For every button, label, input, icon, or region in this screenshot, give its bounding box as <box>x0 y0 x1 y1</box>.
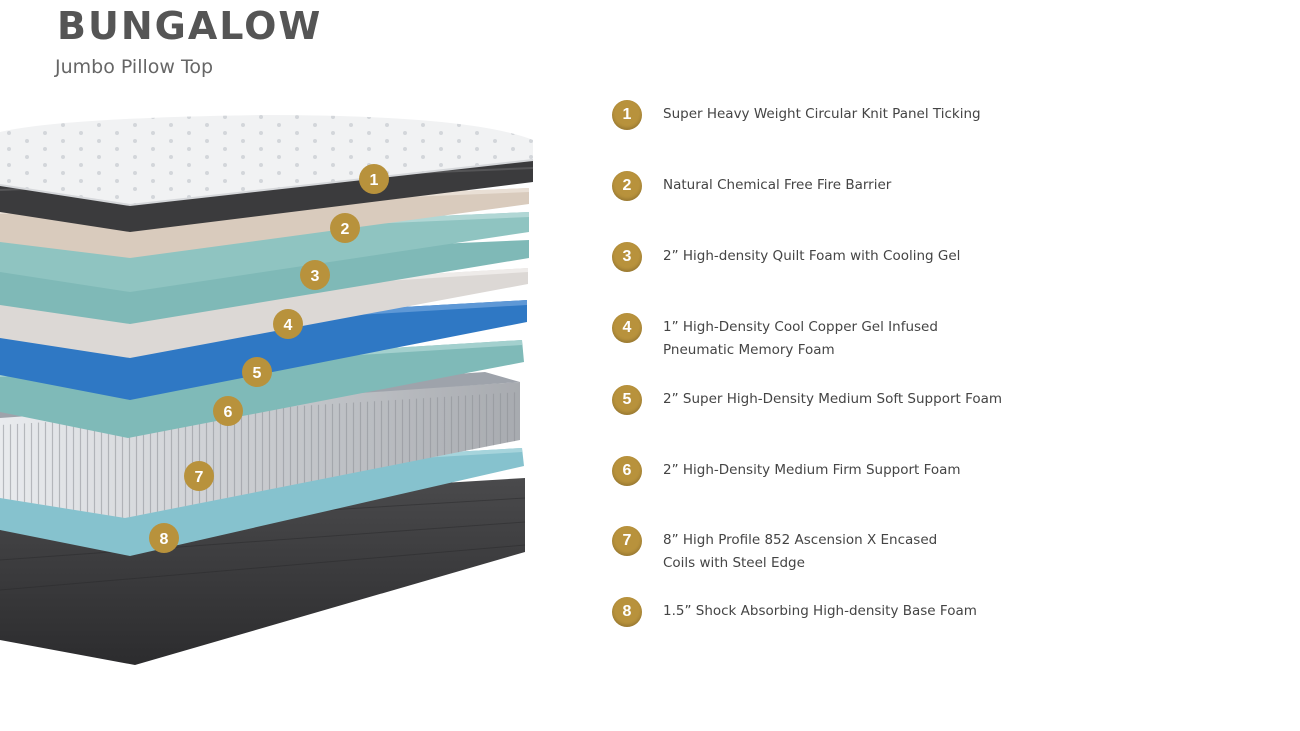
layer-1-pillow-top <box>0 115 534 232</box>
diagram-badge-circle <box>242 357 272 387</box>
diagram-badge-layer-5: 5 <box>242 357 272 387</box>
legend-label: 2” High-density Quilt Foam with Cooling … <box>663 248 961 264</box>
diagram-badge-layer-2: 2 <box>330 213 360 243</box>
diagram-badge-circle <box>184 461 214 491</box>
diagram-badge-circle <box>149 523 179 553</box>
legend-item-layer-7: 7 8” High Profile 852 Ascension X Encased… <box>612 526 937 575</box>
legend-number-badge: 8 <box>612 597 642 627</box>
legend-label: Natural Chemical Free Fire Barrier <box>663 177 892 193</box>
mattress-layer-diagram: 1 2 3 4 5 6 7 8 <box>0 115 534 665</box>
legend-item-layer-8: 8 1.5” Shock Absorbing High-density Base … <box>612 597 977 627</box>
legend-item-layer-2: 2 Natural Chemical Free Fire Barrier <box>612 171 891 201</box>
legend-number-badge: 5 <box>612 385 642 415</box>
diagram-badge-number: 4 <box>284 317 293 334</box>
legend-number-badge: 3 <box>612 242 642 272</box>
legend-item-layer-1: 1 Super Heavy Weight Circular Knit Panel … <box>612 100 981 130</box>
diagram-badge-circle <box>330 213 360 243</box>
diagram-badge-layer-1: 1 <box>359 164 389 194</box>
diagram-badge-layer-6: 6 <box>213 396 243 426</box>
diagram-badge-number: 2 <box>341 221 350 238</box>
legend-label: 8” High Profile 852 Ascension X Encased … <box>663 532 938 571</box>
diagram-badge-layer-4: 4 <box>273 309 303 339</box>
product-title: BUNGALOW <box>57 4 323 48</box>
legend-label: 2” High-Density Medium Firm Support Foam <box>663 462 961 478</box>
legend-label: 1” High-Density Cool Copper Gel Infused … <box>663 319 938 358</box>
legend-item-layer-6: 6 2” High-Density Medium Firm Support Foa… <box>612 456 961 486</box>
diagram-badge-layer-3: 3 <box>300 260 330 290</box>
diagram-badge-circle <box>300 260 330 290</box>
diagram-badge-number: 8 <box>160 531 169 548</box>
legend-number-badge: 1 <box>612 100 642 130</box>
legend-label: 2” Super High-Density Medium Soft Suppor… <box>663 391 1003 407</box>
legend-item-layer-4: 4 1” High-Density Cool Copper Gel Infused… <box>612 313 938 362</box>
diagram-badge-layer-7: 7 <box>184 461 214 491</box>
legend-label: Super Heavy Weight Circular Knit Panel T… <box>663 106 981 122</box>
legend-number-badge: 7 <box>612 526 642 556</box>
legend-number-badge: 2 <box>612 171 642 201</box>
legend-item-layer-3: 3 2” High-density Quilt Foam with Cooling… <box>612 242 960 272</box>
legend-item-layer-5: 5 2” Super High-Density Medium Soft Suppo… <box>612 385 1002 415</box>
diagram-badge-layer-8: 8 <box>149 523 179 553</box>
diagram-badge-number: 7 <box>195 469 204 486</box>
product-subtitle: Jumbo Pillow Top <box>55 56 214 78</box>
diagram-badge-circle <box>359 164 389 194</box>
legend-label: 1.5” Shock Absorbing High-density Base F… <box>663 603 977 619</box>
diagram-badge-circle <box>213 396 243 426</box>
diagram-badge-number: 3 <box>311 268 320 285</box>
legend-number-badge: 4 <box>612 313 642 343</box>
diagram-badge-number: 5 <box>253 365 262 382</box>
diagram-badge-number: 1 <box>370 172 379 189</box>
legend-number-badge: 6 <box>612 456 642 486</box>
diagram-badge-circle <box>273 309 303 339</box>
layer-legend: 1 Super Heavy Weight Circular Knit Panel … <box>612 0 1112 731</box>
diagram-badge-number: 6 <box>224 404 233 421</box>
